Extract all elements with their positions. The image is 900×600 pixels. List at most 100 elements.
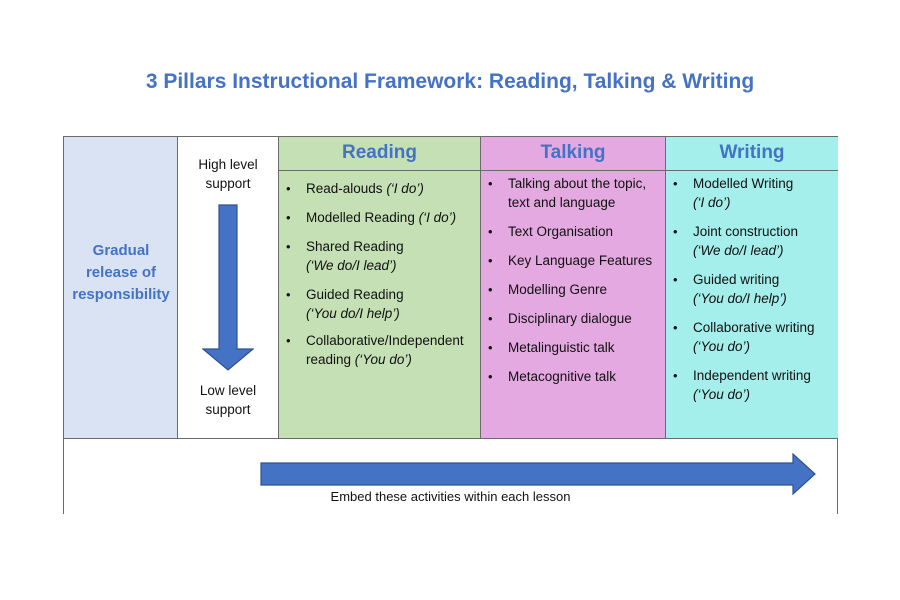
bullet-icon: • xyxy=(286,333,291,348)
reading-item-role: (‘You do/I help’) xyxy=(306,306,400,321)
reading-list-item: • Modelled Reading (‘I do’) xyxy=(279,208,480,227)
talking-item-line: Talking about the topic, xyxy=(508,174,661,193)
writing-list: • Modelled Writing (‘I do’) • Joint construc… xyxy=(666,171,838,404)
writing-list-item: •Independent writing(‘You do’) xyxy=(666,366,838,404)
talking-item-text: Metacognitive talk xyxy=(508,369,617,384)
reading-header: Reading xyxy=(279,137,480,171)
gradual-line: Gradual xyxy=(92,242,150,259)
reading-item-text: Guided Reading xyxy=(306,287,404,302)
diagram-title: 3 Pillars Instructional Framework: Readi… xyxy=(145,70,755,93)
gradual-line: responsibility xyxy=(72,286,170,303)
writing-item-role: (‘You do’) xyxy=(693,339,751,354)
talking-list-item: • Talking about the topic, text and langua… xyxy=(481,174,665,212)
talking-item-text: Metalinguistic talk xyxy=(508,340,615,355)
reading-list-item: •Read-alouds (‘I do’) xyxy=(279,179,480,198)
bullet-icon: • xyxy=(673,176,678,191)
writing-item-line: (‘You do’) xyxy=(693,337,834,356)
reading-column: Reading •Read-alouds (‘I do’) • Modelled R… xyxy=(279,137,481,438)
talking-item-text: Key Language Features xyxy=(508,253,653,268)
writing-list-item: • Joint construction (‘We do/I lead’) xyxy=(666,222,838,260)
low-support-line: Low level xyxy=(199,383,257,398)
writing-item-text: Independent writing xyxy=(693,368,811,383)
bullet-icon: • xyxy=(286,239,291,254)
bullet-icon: • xyxy=(673,224,678,239)
writing-item-line: Joint construction xyxy=(693,222,834,241)
reading-item-text: Modelled Reading xyxy=(306,210,419,225)
reading-list-item: • Collaborative/Independent reading (‘You … xyxy=(279,331,480,369)
bullet-icon: • xyxy=(673,272,678,287)
talking-header: Talking xyxy=(481,137,665,171)
writing-item-text: Joint construction xyxy=(693,224,799,239)
low-support-line: support xyxy=(205,402,251,417)
reading-item-line: Shared Reading xyxy=(306,237,476,256)
writing-item-line: (‘I do’) xyxy=(693,193,834,212)
reading-item-line: Guided Reading xyxy=(306,285,476,304)
writing-list-item: • Collaborative writing (‘You do’) xyxy=(666,318,838,356)
talking-list-item: •Disciplinary dialogue xyxy=(481,309,665,328)
writing-item-text: Guided writing xyxy=(693,272,780,287)
bullet-icon: • xyxy=(286,287,291,302)
talking-list: • Talking about the topic, text and langua… xyxy=(481,171,665,386)
writing-item-line: Guided writing xyxy=(693,270,834,289)
talking-list-item: • Metalinguistic talk xyxy=(481,338,665,357)
talking-item-text: text and language xyxy=(508,195,616,210)
reading-list-item: • Shared Reading (‘We do/I lead’) xyxy=(279,237,480,275)
reading-item-line: reading (‘You do’) xyxy=(306,350,476,369)
writing-item-line: Modelled Writing xyxy=(693,174,834,193)
down-arrow-icon xyxy=(202,204,254,371)
talking-item-text: Talking about the topic, xyxy=(508,176,647,191)
talking-item-line: Metacognitive talk xyxy=(508,367,661,386)
embed-row: Embed these activities within each lesso… xyxy=(64,438,837,514)
talking-item-text: Text Organisation xyxy=(508,224,614,239)
writing-list-item: • Modelled Writing (‘I do’) xyxy=(666,174,838,212)
bullet-icon: • xyxy=(488,369,493,384)
high-support-label: High level support xyxy=(178,155,278,193)
gradual-release-column: Gradual release of responsibility xyxy=(64,137,178,438)
reading-item-text: Collaborative/Independent xyxy=(306,333,464,348)
embed-activities-text: Embed these activities within each lesso… xyxy=(330,489,571,504)
writing-item-text: Modelled Writing xyxy=(693,176,794,191)
writing-item-line: Independent writing xyxy=(693,366,834,385)
bullet-icon: • xyxy=(488,253,493,268)
writing-column: Writing • Modelled Writing (‘I do’) • Joint … xyxy=(666,137,838,438)
gradual-line: release of xyxy=(85,264,157,281)
reading-item-line: (‘We do/I lead’) xyxy=(306,256,476,275)
low-support-label: Low level support xyxy=(178,381,278,419)
bullet-icon: • xyxy=(488,340,493,355)
talking-item-line: Text Organisation xyxy=(508,222,661,241)
writing-item-line: Collaborative writing xyxy=(693,318,834,337)
high-support-line: support xyxy=(205,176,251,191)
reading-item-role: (‘I do’) xyxy=(386,181,424,196)
talking-list-item: • Modelling Genre xyxy=(481,280,665,299)
gradual-release-label: Gradual release of responsibility xyxy=(64,240,178,306)
talking-item-text: Modelling Genre xyxy=(508,282,608,297)
writing-header: Writing xyxy=(666,137,838,171)
writing-item-role: (‘We do/I lead’) xyxy=(693,243,784,258)
talking-list-item: • Key Language Features xyxy=(481,251,665,270)
reading-item-line: Modelled Reading (‘I do’) xyxy=(306,208,476,227)
reading-item-role: (‘You do’) xyxy=(354,352,412,367)
reading-item-role: (‘We do/I lead’) xyxy=(306,258,397,273)
talking-item-line: Key Language Features xyxy=(508,251,661,270)
writing-item-role: (‘You do/I help’) xyxy=(693,291,787,306)
bullet-icon: • xyxy=(286,210,291,225)
framework-table: Gradual release of responsibility High l… xyxy=(63,136,838,514)
bullet-icon: • xyxy=(488,282,493,297)
reading-list-item: • Guided Reading (‘You do/I help’) xyxy=(279,285,480,323)
high-support-line: High level xyxy=(198,157,258,172)
bullet-icon: • xyxy=(673,320,678,335)
writing-item-text: Collaborative writing xyxy=(693,320,815,335)
writing-item-line: (‘You do’) xyxy=(693,385,834,404)
reading-item-line: (‘You do/I help’) xyxy=(306,304,476,323)
talking-item-text: Disciplinary dialogue xyxy=(508,311,632,326)
bullet-icon: • xyxy=(488,224,493,239)
reading-item-text: reading xyxy=(306,352,355,367)
bullet-icon: • xyxy=(488,176,493,191)
talking-item-line: Modelling Genre xyxy=(508,280,661,299)
reading-list: •Read-alouds (‘I do’) • Modelled Reading (… xyxy=(279,171,480,369)
reading-item-line: Collaborative/Independent xyxy=(306,331,476,350)
talking-item-line: Metalinguistic talk xyxy=(508,338,661,357)
right-arrow-icon xyxy=(260,453,816,496)
support-level-column: High level support Low level support xyxy=(178,137,279,438)
writing-item-role: (‘You do’) xyxy=(693,387,751,402)
